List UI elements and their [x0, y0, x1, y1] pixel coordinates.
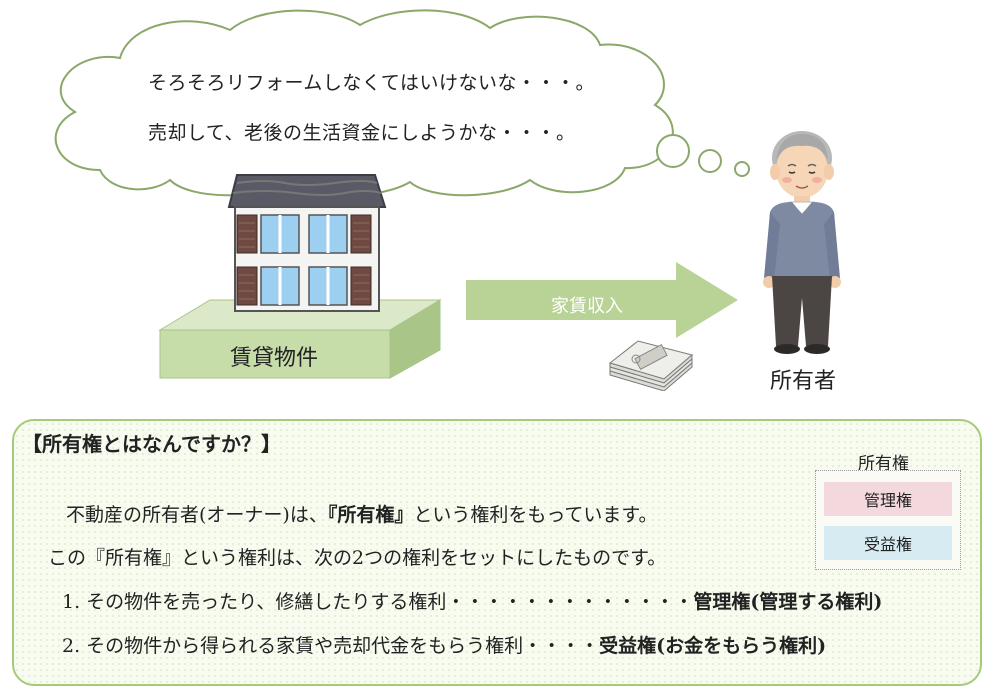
- owner-label: 所有者: [770, 369, 837, 394]
- owner-icon: [763, 131, 841, 354]
- legend-item-beneficial: 受益権: [824, 526, 952, 560]
- info-line-1-post: という権利をもっています。: [413, 504, 658, 526]
- info-line-1-bold: 『所有権』: [327, 504, 414, 526]
- info-item-2-bold: 受益権(お金をもらう権利): [599, 635, 827, 657]
- info-item-1-text: 1. その物件を売ったり、修繕したりする権利・・・・・・・・・・・・・: [62, 591, 694, 613]
- info-item-1: 1. その物件を売ったり、修繕したりする権利・・・・・・・・・・・・・管理権(管…: [62, 587, 882, 614]
- info-item-2-text: 2. その物件から得られる家賃や売却代金をもらう権利・・・・: [62, 635, 600, 657]
- info-item-1-bold: 管理権(管理する権利): [693, 591, 883, 613]
- house-icon: [227, 174, 387, 312]
- info-item-2: 2. その物件から得られる家賃や売却代金をもらう権利・・・・受益権(お金をもらう…: [62, 631, 826, 658]
- thought-line-1: そろそろリフォームしなくてはいけないな・・・。: [148, 72, 595, 94]
- legend-item-management: 管理権: [824, 482, 952, 516]
- info-line-1: 不動産の所有者(オーナー)は、『所有権』という権利をもっています。: [66, 500, 658, 527]
- money-icon: [608, 340, 694, 391]
- legend-title: 所有権: [858, 454, 909, 474]
- rent-income-arrow: [466, 262, 738, 338]
- property-label: 賃貸物件: [230, 346, 319, 371]
- thought-line-2: 売却して、老後の生活資金にしようかな・・・。: [148, 122, 576, 144]
- info-title: 【所有権とはなんですか？】: [22, 432, 281, 456]
- legend-box: 管理権 受益権: [815, 470, 961, 570]
- info-line-2: この『所有権』という権利は、次の2つの権利をセットにしたものです。: [48, 547, 667, 569]
- arrow-label: 家賃収入: [551, 296, 623, 317]
- info-line-1-pre: 不動産の所有者(オーナー)は、: [66, 504, 328, 526]
